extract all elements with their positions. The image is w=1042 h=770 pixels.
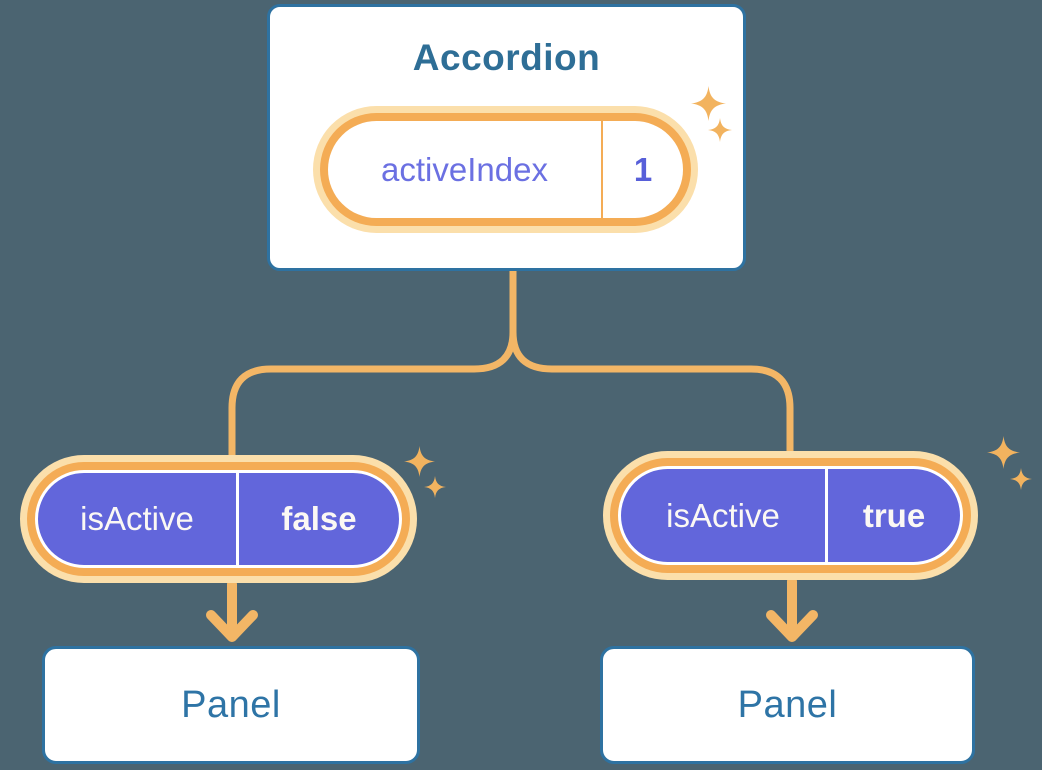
sparkle-icon bbox=[404, 446, 435, 477]
sparkle-icon bbox=[987, 436, 1020, 469]
prop-pill-isactive-false: isActive false bbox=[20, 455, 417, 583]
state-name: activeIndex bbox=[328, 121, 603, 218]
prop-value: false bbox=[281, 500, 357, 537]
sparkle-icon bbox=[708, 118, 732, 142]
panel-component-box-right: Panel bbox=[600, 646, 975, 764]
prop-pill-ring: isActive false bbox=[27, 462, 410, 576]
accordion-title: Accordion bbox=[412, 37, 601, 78]
state-value: 1 bbox=[633, 150, 653, 188]
prop-value: true bbox=[862, 496, 926, 534]
arrow-left bbox=[206, 579, 258, 642]
panel-component-box-left: Panel bbox=[42, 646, 420, 764]
prop-name: isActive bbox=[621, 469, 828, 562]
prop-pill-ring: isActive true bbox=[610, 458, 971, 573]
arrow-right bbox=[766, 576, 818, 642]
sparkle-icon bbox=[424, 476, 446, 498]
branch-right-line bbox=[509, 266, 794, 457]
prop-name: isActive bbox=[38, 473, 239, 565]
panel-title: Panel bbox=[181, 683, 281, 726]
sparkle-icon bbox=[691, 86, 726, 121]
state-pill-activeindex: activeIndex 1 bbox=[313, 106, 698, 233]
sparkle-icon bbox=[1010, 468, 1032, 490]
branch-left-line bbox=[228, 266, 517, 461]
accordion-component-box: Accordion activeIndex 1 bbox=[267, 4, 746, 271]
panel-title: Panel bbox=[737, 683, 838, 726]
state-pill-ring: activeIndex 1 bbox=[320, 113, 691, 226]
prop-pill-isactive-true: isActive true bbox=[603, 451, 978, 580]
